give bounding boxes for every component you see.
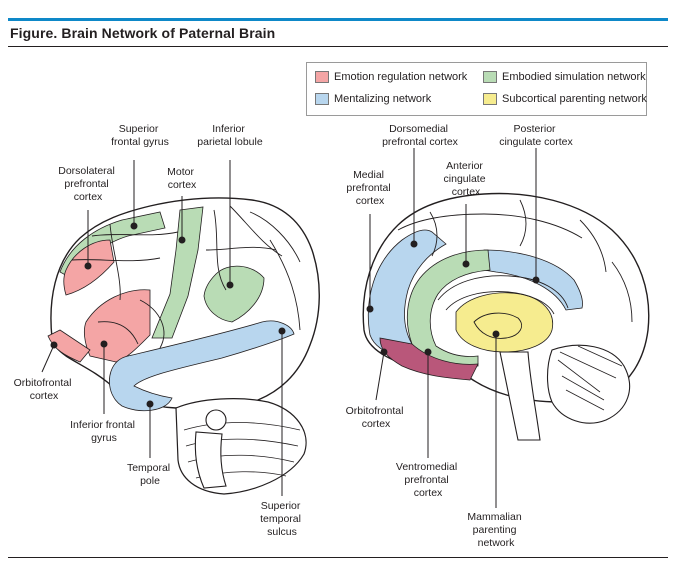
medial-region-cingulate-green <box>407 249 491 368</box>
legend-item-mentalizing: Mentalizing network <box>315 93 431 105</box>
legend-item-subcortical-parenting: Subcortical parenting network <box>483 93 647 105</box>
legend-label: Embodied simulation network <box>502 71 646 83</box>
medial-brain <box>362 148 650 508</box>
legend-label: Subcortical parenting network <box>502 93 647 105</box>
title-divider <box>8 46 668 47</box>
lateral-cerebellum <box>175 398 307 495</box>
medial-region-subcortical-yellow <box>455 292 554 353</box>
label-inferior-parietal-lobule: Inferior parietal lobule <box>197 123 263 148</box>
label-orbitofrontal-cortex-lateral: Orbitofrontal cortex <box>14 377 75 402</box>
medial-brainstem <box>499 344 631 441</box>
label-dorsolateral-prefrontal-cortex: Dorsolateral prefrontal cortex <box>58 165 118 203</box>
medial-region-ofc-maroon <box>379 337 479 381</box>
legend-swatch-emotion-regulation <box>315 71 329 83</box>
top-accent-rule <box>8 18 668 21</box>
legend-label: Emotion regulation network <box>334 71 468 83</box>
label-orbitofrontal-cortex-medial: Orbitofrontal cortex <box>346 405 407 430</box>
label-inferior-frontal-gyrus: Inferior frontal gyrus <box>70 419 138 444</box>
label-posterior-cingulate-cortex: Posterior cingulate cortex <box>499 123 573 148</box>
medial-labels: Dorsomedial prefrontal cortex Posterior … <box>346 123 574 549</box>
label-superior-frontal-gyrus: Superior frontal gyrus <box>111 123 169 148</box>
label-anterior-cingulate-cortex: Anterior cingulate cortex <box>444 160 489 198</box>
legend-swatch-embodied-simulation <box>483 71 497 83</box>
medial-leaders <box>366 148 540 508</box>
label-medial-prefrontal-cortex: Medial prefrontal cortex <box>346 169 393 207</box>
lateral-region-motor-green <box>151 206 204 339</box>
legend-swatch-mentalizing <box>315 93 329 105</box>
lateral-labels: Superior frontal gyrus Inferior parietal… <box>14 123 304 538</box>
lateral-region-sts-blue <box>109 320 295 412</box>
label-temporal-pole: Temporal pole <box>127 462 173 487</box>
label-ventromedial-prefrontal-cortex: Ventromedial prefrontal cortex <box>396 461 460 499</box>
legend-item-embodied-simulation: Embodied simulation network <box>483 71 646 83</box>
lateral-gyri-lines <box>71 205 301 349</box>
lateral-brain <box>41 160 320 496</box>
label-superior-temporal-sulcus: Superior temporal sulcus <box>260 500 304 538</box>
lateral-region-ofc-red <box>47 329 91 363</box>
label-dorsomedial-prefrontal-cortex: Dorsomedial prefrontal cortex <box>382 123 459 148</box>
label-motor-cortex: Motor cortex <box>167 166 197 191</box>
medial-internal-lines <box>397 199 633 339</box>
legend-label: Mentalizing network <box>334 93 432 105</box>
lateral-region-parietal-green <box>203 265 265 323</box>
legend-item-emotion-regulation: Emotion regulation network <box>315 71 467 83</box>
legend-box: Emotion regulation network Embodied simu… <box>306 62 647 116</box>
legend-swatch-subcortical-parenting <box>483 93 497 105</box>
label-mammalian-parenting-network: Mammalian parenting network <box>467 511 524 549</box>
figure-title: Figure. Brain Network of Paternal Brain <box>10 25 276 41</box>
lateral-leaders <box>41 160 286 496</box>
bottom-divider <box>8 557 668 558</box>
